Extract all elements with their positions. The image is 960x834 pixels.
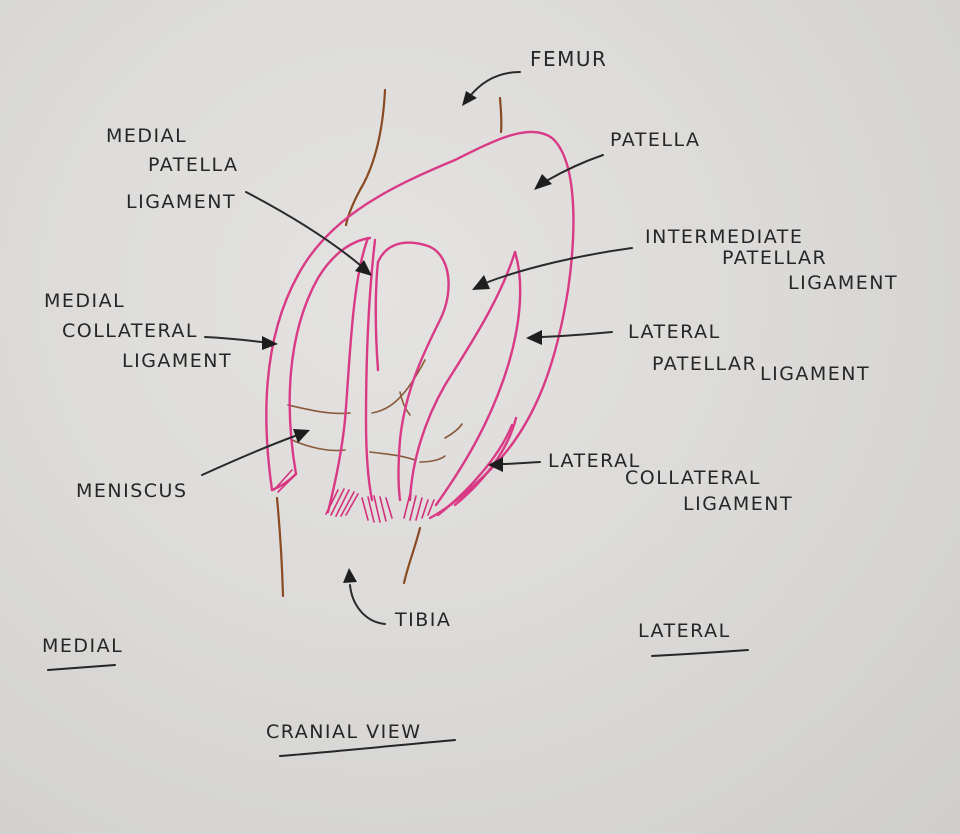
meniscus-label: MENISCUS: [76, 480, 188, 502]
patella-label: PATELLA: [610, 129, 700, 151]
medial-collateral-ligament-line-3: LIGAMENT: [122, 350, 232, 372]
medial-side-underline: [47, 664, 116, 671]
medial-patellar-ligament-shape: [326, 236, 377, 514]
medial-patella-ligament-arrow: [245, 191, 372, 276]
ligament-insertion-hatching: [273, 469, 435, 523]
lateral-collateral-ligament-label: LATERAL COLLATERAL LIGAMENT: [548, 450, 793, 515]
tibia-outline: [275, 496, 422, 598]
intermediate-patellar-ligament-label: INTERMEDIATE PATELLAR LIGAMENT: [645, 226, 898, 294]
intermediate-patellar-ligament-line-3: LIGAMENT: [788, 272, 898, 294]
tibia-arrow: [343, 568, 386, 625]
intermediate-patellar-ligament-line-2: PATELLAR: [722, 247, 827, 269]
lateral-patellar-ligament-line-2: PATELLAR: [652, 353, 757, 375]
lateral-patellar-ligament-line-3: LIGAMENT: [760, 363, 870, 385]
lateral-side-underline: [651, 649, 749, 657]
lateral-patellar-ligament-label: LATERAL PATELLAR LIGAMENT: [628, 321, 870, 385]
lateral-collateral-ligament-line-3: LIGAMENT: [683, 493, 793, 515]
lateral-collateral-ligament-line-1: LATERAL: [548, 450, 641, 472]
view-title-underline: [279, 739, 456, 757]
femur-arrow: [462, 71, 521, 106]
intermediate-patellar-ligament-line-1: INTERMEDIATE: [645, 226, 803, 248]
medial-collateral-ligament-arrow: [204, 336, 278, 350]
lateral-patellar-ligament-shape: [408, 250, 522, 507]
femur-outline: [344, 88, 503, 227]
lateral-collateral-ligament-arrow: [488, 457, 541, 472]
medial-side-label: MEDIAL: [42, 635, 123, 657]
medial-patella-ligament-line-1: MEDIAL: [106, 125, 187, 147]
medial-patella-ligament-label: MEDIAL PATELLA LIGAMENT: [106, 125, 238, 213]
lateral-patellar-ligament-arrow: [526, 330, 613, 345]
medial-patella-ligament-line-3: LIGAMENT: [126, 191, 236, 213]
intermediate-patellar-ligament-arrow: [472, 247, 633, 290]
lateral-collateral-ligament-line-2: COLLATERAL: [625, 467, 761, 489]
medial-collateral-ligament-line-2: COLLATERAL: [62, 320, 198, 342]
lateral-collateral-ligament-shape: [436, 416, 518, 517]
medial-collateral-ligament-label: MEDIAL COLLATERAL LIGAMENT: [44, 290, 232, 372]
patella-and-collateral-outline: [265, 130, 575, 520]
lateral-patellar-ligament-line-1: LATERAL: [628, 321, 721, 343]
lateral-side-label: LATERAL: [638, 620, 731, 642]
view-title: CRANIAL VIEW: [266, 721, 422, 743]
tibia-label: TIBIA: [394, 609, 451, 631]
femur-label: FEMUR: [530, 47, 607, 71]
meniscus-arrow: [201, 429, 310, 476]
medial-patella-ligament-line-2: PATELLA: [148, 154, 238, 176]
medial-collateral-ligament-line-1: MEDIAL: [44, 290, 125, 312]
meniscus-outline: [287, 359, 463, 463]
intermediate-patellar-ligament-shape: [374, 241, 450, 502]
patella-arrow: [534, 154, 604, 190]
